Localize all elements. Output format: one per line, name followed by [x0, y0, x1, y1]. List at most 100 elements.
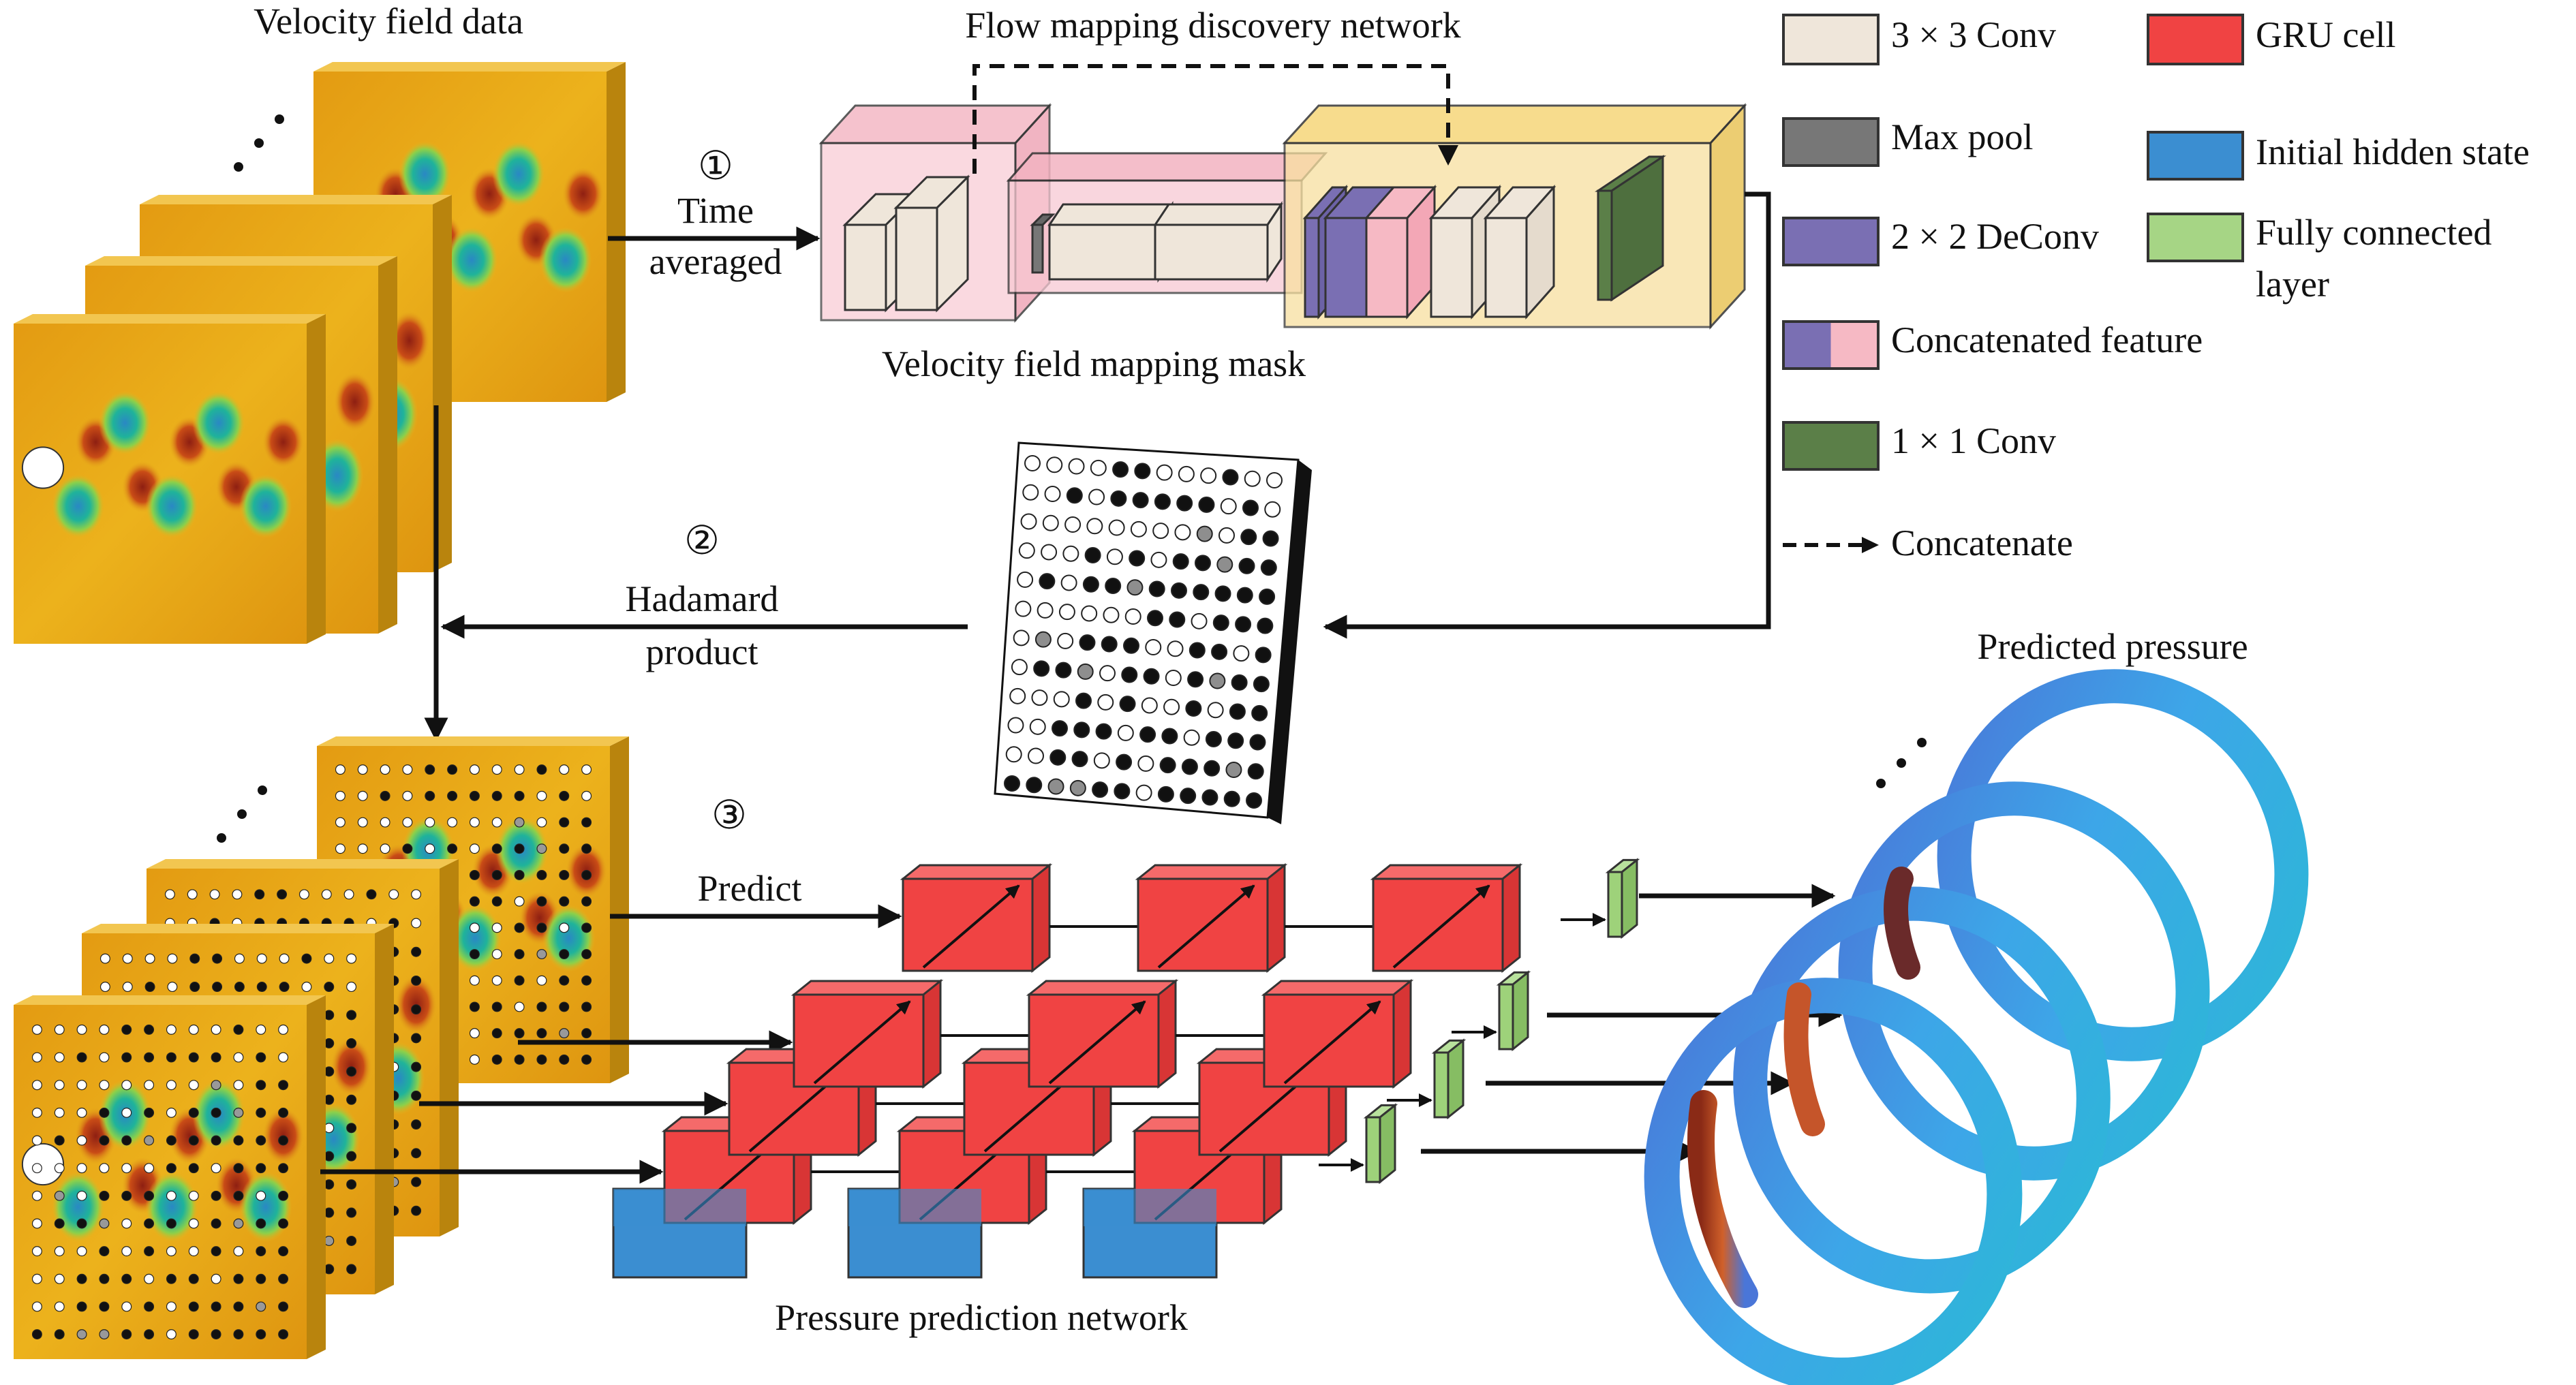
mask-dot [1086, 518, 1103, 535]
mask-dot [1062, 545, 1079, 562]
input-arrows [320, 904, 902, 1184]
mask-dot [1247, 763, 1264, 780]
step-2-line1: Hadamard [625, 578, 779, 619]
legend-label-concatenate: Concatenate [1891, 523, 2073, 563]
mask-dot [1209, 672, 1226, 689]
mask-dot [1143, 668, 1160, 685]
mask-dot [1148, 580, 1165, 597]
legend-swatch-hidden [2147, 131, 2244, 181]
mask-dot [1178, 465, 1195, 482]
mask-dot [1266, 472, 1283, 488]
mask-dot [1220, 498, 1237, 515]
mask-dot [1227, 732, 1244, 749]
legend-label-conv1: 1 × 1 Conv [1891, 420, 2056, 461]
mask-dot [1185, 700, 1202, 717]
mask-dot [1181, 758, 1198, 775]
velocity-field-data-title: Velocity field data [254, 1, 523, 42]
mask-dot [1007, 717, 1024, 734]
fc-layer [1605, 858, 1640, 939]
mask-dot [1238, 557, 1255, 574]
mask-dot [1216, 556, 1233, 573]
mask-dot [1191, 612, 1208, 629]
mask-dot [1034, 631, 1052, 648]
gru-internal-arrow [1392, 884, 1490, 969]
mask-dot [1119, 696, 1136, 713]
legend-label-gru: GRU cell [2256, 14, 2396, 55]
mask-dot [1037, 602, 1054, 619]
predicted-pressure-rings [1644, 669, 2309, 1385]
mask-dot [1084, 547, 1101, 563]
mask-dot [1013, 629, 1030, 647]
mask-dot [1253, 676, 1270, 693]
gru-internal-arrow [1048, 1000, 1146, 1085]
mask-dot [1212, 614, 1229, 632]
hidden-state-overlay [613, 1189, 746, 1226]
mask-dot [1069, 779, 1086, 796]
mask-dot [1110, 490, 1127, 507]
mask-dot [1009, 687, 1026, 704]
mask-dot [1180, 788, 1197, 805]
mask-dot [1222, 469, 1239, 486]
gru-internal-arrow [813, 1000, 911, 1085]
mask-dot [1055, 662, 1072, 679]
fc-layer [1431, 1038, 1467, 1120]
gru-cell [1026, 978, 1179, 1089]
mask-dot [1092, 781, 1109, 798]
mask-dot [1260, 559, 1277, 576]
mask-dot [1137, 755, 1154, 772]
mask-dot [1112, 461, 1129, 478]
step-1-line1: Time [677, 190, 754, 231]
mask-dot [1004, 775, 1020, 792]
mask-dot [1049, 749, 1067, 766]
mask-dot [1026, 777, 1043, 794]
mask-dot [1249, 734, 1266, 751]
gru-internal-arrow [1283, 1000, 1381, 1085]
mask-dot [1169, 611, 1186, 628]
mask-dot [1077, 663, 1094, 680]
mask-dot [1123, 637, 1139, 654]
mask-dot [1139, 726, 1156, 743]
legend-swatch-concat [1782, 320, 1880, 370]
mask-dot [1167, 640, 1184, 657]
mask-dot [1101, 636, 1118, 653]
fc-layer [1363, 1103, 1398, 1185]
mask-dot [1152, 523, 1169, 540]
gru-cell [1370, 862, 1523, 974]
legend-swatch-fc [2147, 213, 2244, 262]
mask-dot [1235, 616, 1252, 633]
mask-dot [1039, 573, 1056, 590]
step-2-line2: product [645, 632, 758, 672]
mask-dot [1031, 689, 1048, 706]
mask-dot [1183, 729, 1200, 746]
mask-dot [1205, 731, 1222, 747]
mask-dot [1108, 519, 1125, 536]
mask-dot [1255, 647, 1272, 664]
mask-dot [1200, 467, 1217, 484]
mask-dot [1264, 501, 1281, 518]
velocity-field-panel-1 [14, 314, 326, 644]
mask-dot [1099, 665, 1116, 682]
mask-dot [1141, 697, 1158, 714]
mask-dot [1231, 674, 1248, 691]
mask-dot [1132, 492, 1149, 509]
step-2-number: ② [684, 518, 720, 563]
mask-dot [1052, 720, 1068, 737]
mask-dot [1053, 691, 1070, 708]
mask-dot [1134, 463, 1151, 480]
mask-dot [1093, 752, 1110, 769]
mask-dot [1124, 608, 1141, 625]
mask-output-arrow [1323, 191, 1771, 639]
mask-dot [1163, 698, 1180, 715]
legend-label-hidden: Initial hidden state [2256, 131, 2530, 172]
mask-dot [1259, 588, 1276, 605]
mask-dot [1240, 529, 1257, 546]
mask-dot [1225, 762, 1242, 778]
mask-dot [1196, 525, 1213, 542]
mask-dot [1088, 488, 1105, 505]
mask-dot [1223, 790, 1240, 807]
step-1-number: ① [698, 144, 733, 188]
mask-dot [1064, 516, 1082, 533]
mask-dot [1161, 728, 1178, 745]
mask-dot [1198, 496, 1215, 513]
mask-dot [1046, 456, 1063, 473]
